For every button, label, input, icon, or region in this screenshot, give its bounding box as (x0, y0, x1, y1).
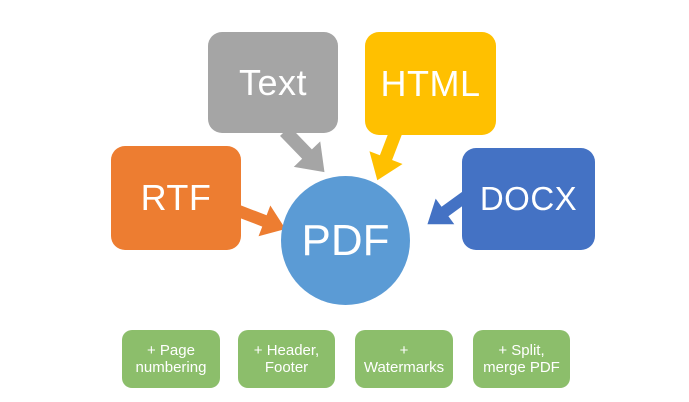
source-box-text: Text (208, 32, 338, 133)
arrow-text-to-pdf-icon (270, 117, 339, 187)
arrow-html-to-pdf-icon (359, 122, 415, 188)
source-box-rtf: RTF (111, 146, 241, 250)
arrow-docx-to-pdf-icon (416, 181, 478, 240)
feature-box-header-footer: + Header, Footer (238, 330, 335, 388)
feature-box-page-numbering: + Page numbering (122, 330, 220, 388)
source-box-html: HTML (365, 32, 496, 135)
pdf-center-circle: PDF (281, 176, 410, 305)
feature-box-split-merge: + Split, merge PDF (473, 330, 570, 388)
arrow-rtf-to-pdf-icon (231, 193, 293, 247)
feature-box-watermarks: + Watermarks (355, 330, 453, 388)
source-box-docx: DOCX (462, 148, 595, 250)
